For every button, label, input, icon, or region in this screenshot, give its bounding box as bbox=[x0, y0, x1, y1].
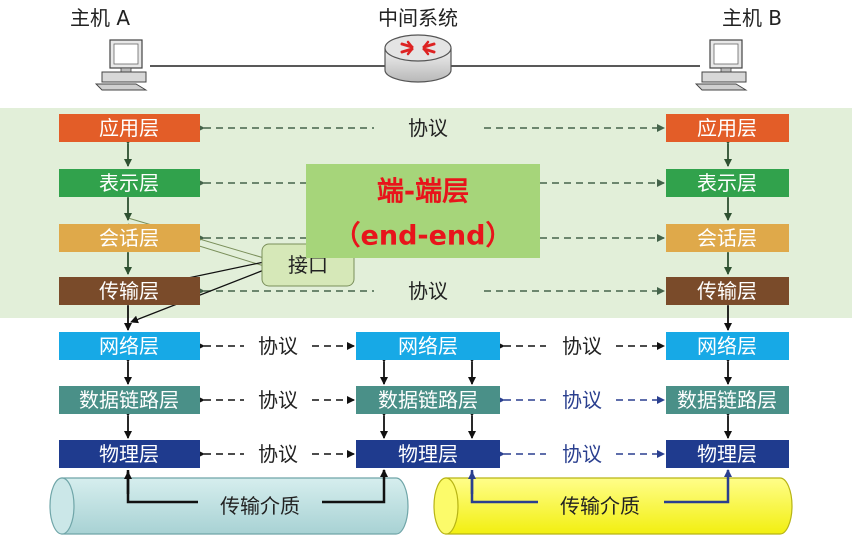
layer-box-session bbox=[666, 224, 789, 252]
end-end-title: 端-端层 bbox=[377, 177, 469, 208]
layer-box-physical bbox=[666, 440, 789, 468]
layer-label: 网络层 bbox=[398, 334, 458, 358]
layer-label: 数据链路层 bbox=[378, 388, 478, 412]
layer-label: 表示层 bbox=[697, 171, 757, 195]
protocol-label-datalink-right: 协议 bbox=[562, 388, 602, 412]
layer-box-transport bbox=[59, 277, 200, 305]
router-icon bbox=[384, 34, 452, 83]
layer-label: 表示层 bbox=[99, 171, 159, 195]
layer-label: 会话层 bbox=[99, 226, 159, 250]
medium-label-right: 传输介质 bbox=[560, 494, 640, 518]
layer-box-datalink bbox=[666, 386, 789, 414]
layer-label: 会话层 bbox=[697, 226, 757, 250]
end-end-box bbox=[306, 164, 540, 258]
protocol-label-network-left: 协议 bbox=[258, 334, 298, 358]
host-b-label: 主机 B bbox=[722, 6, 782, 30]
layer-box-network bbox=[666, 332, 789, 360]
layer-box-session bbox=[59, 224, 200, 252]
layer-label: 应用层 bbox=[697, 116, 757, 140]
layer-box-datalink bbox=[59, 386, 200, 414]
layer-label: 物理层 bbox=[697, 442, 757, 466]
protocol-label-transport: 协议 bbox=[408, 279, 448, 303]
host-b-stack: 应用层 表示层 会话层 传输层 网络层 数据链路层 物理层 bbox=[666, 114, 789, 468]
medium-right bbox=[433, 477, 793, 535]
layer-label: 网络层 bbox=[99, 334, 159, 358]
intermediate-label: 中间系统 bbox=[378, 6, 458, 30]
computer-icon bbox=[694, 39, 748, 91]
layer-box-presentation bbox=[59, 169, 200, 197]
computer-icon bbox=[94, 39, 148, 91]
layer-box-datalink bbox=[356, 386, 500, 414]
layer-label: 物理层 bbox=[398, 442, 458, 466]
protocol-label-application: 协议 bbox=[408, 116, 448, 140]
intermediate-stack: 网络层 数据链路层 物理层 bbox=[356, 332, 500, 468]
layer-box-physical bbox=[356, 440, 500, 468]
layer-box-network bbox=[59, 332, 200, 360]
layer-box-application bbox=[59, 114, 200, 142]
layer-label: 传输层 bbox=[99, 279, 159, 303]
layer-label: 物理层 bbox=[99, 442, 159, 466]
layer-label: 数据链路层 bbox=[677, 388, 777, 412]
layer-label: 应用层 bbox=[99, 116, 159, 140]
layer-label: 传输层 bbox=[697, 279, 757, 303]
protocol-label-physical-right: 协议 bbox=[562, 442, 602, 466]
layer-box-transport bbox=[666, 277, 789, 305]
layer-box-presentation bbox=[666, 169, 789, 197]
host-a-label: 主机 A bbox=[70, 6, 130, 30]
protocol-label-physical-left: 协议 bbox=[258, 442, 298, 466]
host-a-stack: 应用层 表示层 会话层 传输层 网络层 数据链路层 物理层 bbox=[59, 114, 200, 468]
end-end-subtitle: （end-end） bbox=[334, 221, 513, 252]
layer-box-application bbox=[666, 114, 789, 142]
protocol-label-network-right: 协议 bbox=[562, 334, 602, 358]
medium-left bbox=[49, 477, 409, 535]
layer-label: 数据链路层 bbox=[79, 388, 179, 412]
layer-box-network bbox=[356, 332, 500, 360]
layer-label: 网络层 bbox=[697, 334, 757, 358]
medium-label-left: 传输介质 bbox=[220, 494, 300, 518]
protocol-label-datalink-left: 协议 bbox=[258, 388, 298, 412]
layer-box-physical bbox=[59, 440, 200, 468]
